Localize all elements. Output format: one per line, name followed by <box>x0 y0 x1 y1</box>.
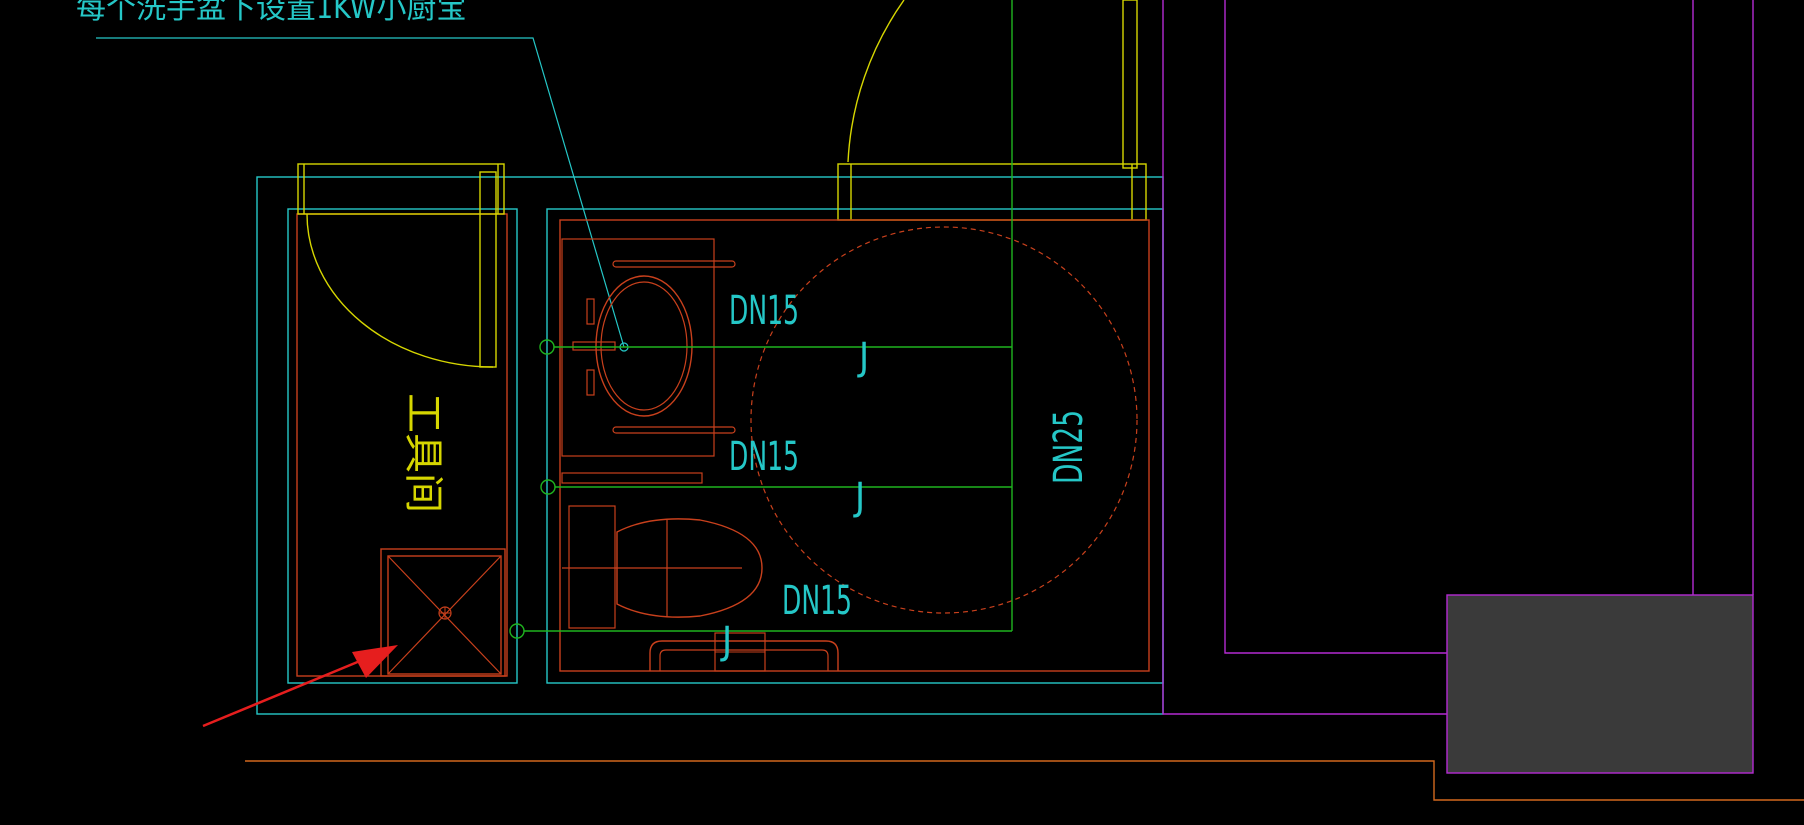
toilet <box>562 505 763 629</box>
tool-room-door <box>297 163 505 368</box>
annotation-text: 每个洗手盆下设置1KW小厨宝 <box>76 0 466 26</box>
shaft-block <box>1446 594 1754 774</box>
branch-pipe-label-2: DN15 <box>729 434 799 480</box>
walls <box>256 176 1164 715</box>
structure-lines <box>1162 0 1754 774</box>
water-pipes <box>509 0 1013 639</box>
mop-sink <box>380 548 506 677</box>
orange-boundary-line <box>245 760 1804 801</box>
pipe-labels: DN15 DN15 DN15 DN25 J J J <box>720 288 1092 663</box>
pointer-arrow <box>202 645 398 728</box>
tool-room-label: 工具间 <box>400 393 446 513</box>
pipe-tag-3: J <box>720 619 732 663</box>
annotation-leader: 每个洗手盆下设置1KW小厨宝 <box>76 0 629 352</box>
shelf <box>561 472 703 484</box>
bathroom-door <box>837 0 1147 221</box>
branch-pipe-label-3: DN15 <box>782 578 852 624</box>
tool-room: 工具间 <box>296 213 508 677</box>
turning-circle <box>750 226 1138 614</box>
pipe-tag-1: J <box>857 335 869 379</box>
pipe-tag-2: J <box>853 475 865 519</box>
main-pipe-label: DN25 <box>1046 410 1092 484</box>
floor-drain <box>649 632 839 672</box>
bathroom <box>559 219 1150 672</box>
branch-pipe-label-1: DN15 <box>729 288 799 334</box>
